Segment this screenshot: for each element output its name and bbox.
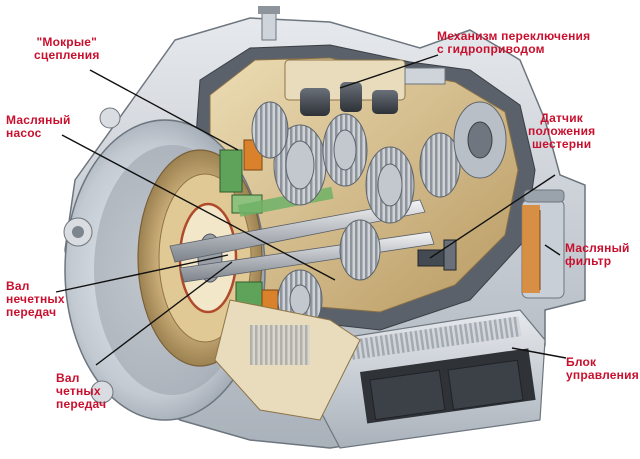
label-gear-position-sensor-line-2: положения — [528, 124, 596, 138]
gear-set — [251, 101, 507, 331]
oil-filter-cylinder — [521, 189, 565, 299]
hydraulic-shift-mechanism — [258, 6, 446, 116]
label-even-gears-shaft: Вал четных передач — [56, 372, 106, 411]
label-oil-filter: Масляный фильтр — [565, 242, 630, 268]
label-shift-mechanism: Механизм переключения с гидроприводом — [437, 30, 590, 56]
label-control-unit: Блок управления — [566, 356, 639, 382]
label-gear-position-sensor-line-3: шестерни — [532, 137, 592, 151]
leader-control-unit — [511, 347, 567, 359]
label-gear-position-sensor-line-1: Датчик — [540, 111, 584, 125]
leader-oil-filter — [544, 244, 561, 256]
label-even-gears-shaft-line-1: Вал — [56, 371, 80, 385]
leader-odd-gears-shaft — [55, 254, 229, 293]
label-gear-position-sensor: Датчик положения шестерни — [528, 112, 595, 151]
leader-oil-pump — [61, 134, 336, 281]
lower-cutaway — [214, 299, 361, 421]
leader-lines — [55, 54, 567, 366]
leader-gear-position-sensor — [429, 174, 556, 259]
leader-even-gears-shaft — [95, 261, 233, 366]
label-wet-clutches-line-2: сцепления — [34, 48, 100, 62]
control-unit-block — [319, 309, 546, 449]
label-odd-gears-shaft-line-1: Вал — [6, 279, 30, 293]
label-control-unit-line-1: Блок — [566, 355, 597, 369]
label-shift-mechanism-line-1: Механизм переключения — [437, 29, 591, 43]
label-even-gears-shaft-line-3: передач — [56, 397, 107, 411]
gear-position-sensor — [417, 239, 457, 271]
label-shift-mechanism-line-2: с гидроприводом — [437, 42, 545, 56]
label-oil-filter-line-1: Масляный — [565, 241, 630, 255]
label-even-gears-shaft-line-2: четных — [56, 384, 101, 398]
label-odd-gears-shaft-line-3: передач — [6, 305, 57, 319]
label-odd-gears-shaft: Вал нечетных передач — [6, 280, 65, 319]
label-oil-pump: Масляный насос — [6, 114, 71, 140]
leader-wet-clutches — [89, 69, 239, 151]
label-oil-pump-line-2: насос — [6, 126, 42, 140]
label-oil-filter-line-2: фильтр — [565, 254, 612, 268]
label-control-unit-line-2: управления — [566, 368, 639, 382]
label-odd-gears-shaft-line-2: нечетных — [6, 292, 65, 306]
label-oil-pump-line-1: Масляный — [6, 113, 71, 127]
label-wet-clutches-line-1: "Мокрые" — [36, 35, 98, 49]
label-wet-clutches: "Мокрые" сцепления — [34, 36, 100, 62]
leader-shift-mechanism — [339, 54, 439, 89]
